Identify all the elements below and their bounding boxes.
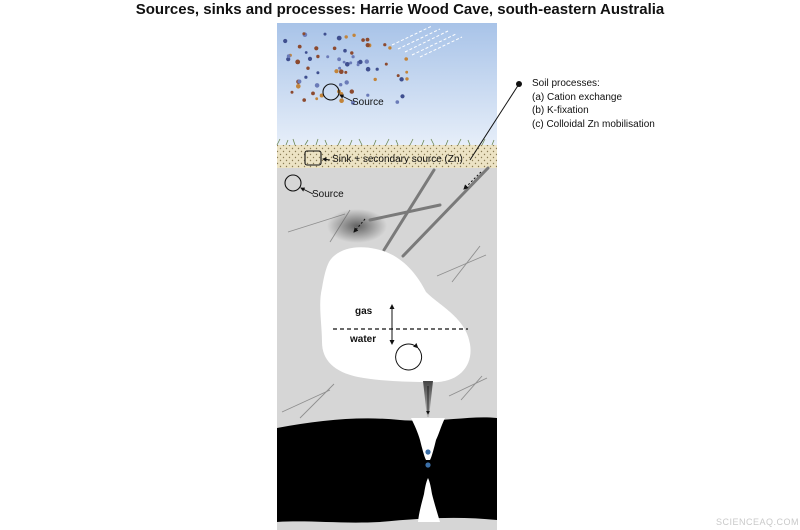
aerosol-particle [296,84,301,89]
soil-processes-list: Soil processes: (a) Cation exchange (b) … [532,77,655,131]
drip-drop [425,462,431,468]
water-label: water [350,334,377,345]
aerosol-particle [352,33,356,37]
aerosol-particle [334,69,339,74]
aerosol-particle [338,66,342,70]
aerosol-particle [395,100,400,104]
grass-fringe [276,138,495,146]
soil-process-pointer [469,83,520,161]
atmospheric-source-arrow [339,94,353,102]
aerosol-particle [366,93,370,97]
aerosol-particle [384,62,388,66]
aerosol-particle [297,44,302,49]
aerosol-particle [319,93,324,98]
aerosol-particle [356,63,360,67]
watermark: SCIENCEAQ.COM [716,517,800,527]
soil-process-item: (b) K-fixation [532,105,589,116]
aerosol-particle [361,38,365,42]
circulation-arrow [395,343,423,371]
atmospheric-source-label: Source [352,97,384,108]
stalagmite [418,478,440,522]
aerosol-particle [336,35,342,41]
aerosol-particle [290,90,294,94]
aerosol-particle [350,51,354,55]
aerosol-particle [339,83,343,87]
flow-arrows [353,171,482,233]
aerosol-particle [404,57,409,61]
soil-process-item: (c) Colloidal Zn mobilisation [532,118,655,130]
aerosol-particle [316,54,320,59]
gas-label: gas [355,306,373,317]
aerosol-particle [339,69,344,74]
aerosol-particle [316,71,320,75]
aerosol-particle [396,74,400,78]
bedrock-source-arrow [300,187,314,195]
aerosol-particle [400,94,405,99]
stalactite [411,418,445,460]
precipitation-lines [391,25,463,58]
aerosol-particle [350,100,355,105]
aerosol-particle [358,59,363,65]
aerosol-particle [314,83,320,88]
aerosol-particle [304,51,308,54]
aerosol-particle [286,57,291,62]
bedrock-source-marker [284,174,302,192]
aerosol-particle [307,56,313,62]
aerosol-particle [351,55,355,59]
aerosol-particle [375,67,379,71]
aerosol-particle [383,43,387,47]
aerosol-particle [302,32,306,36]
aerosol-particle [286,54,291,59]
soil-sink-label: Sink + secondary source (Zn) [332,154,463,165]
soil-process-item: (a) Cation exchange [532,91,623,103]
diagram-title: Sources, sinks and processes: Harrie Woo… [135,1,665,18]
aerosol-particle [283,38,288,44]
aerosol-particle [365,66,371,72]
aerosol-particle [332,46,337,51]
soil-process-pointer-dot [516,81,522,87]
aerosol-particle [342,60,346,64]
aerosol-particle [314,46,319,51]
soil-processes-heading: Soil processes: [532,78,600,89]
aerosol-particle [399,77,404,82]
aerosol-particle [344,70,348,74]
atmospheric-source-marker [322,83,340,101]
soil-texture [277,145,497,168]
aerosol-particle [302,98,307,102]
aerosol-particle [295,59,301,65]
bedrock-source-label: Source [312,189,344,200]
cave-passage [277,417,497,523]
aerosol-particles [283,32,409,105]
soil-sink-marker [304,150,322,166]
aerosol-particle [405,77,409,81]
aerosol-particle [315,97,319,101]
aerosol-particle [306,66,310,70]
aerosol-particle [343,48,347,53]
aerosol-particle [323,32,327,36]
aerosol-particle [339,98,344,103]
aerosol-particle [349,61,353,65]
aerosol-particle [344,35,348,39]
infiltration-smudge [327,209,387,243]
aerosol-particle [365,37,370,42]
aerosol-particle [297,79,302,84]
aerosol-particle [364,59,369,64]
aerosol-particle [344,80,349,85]
atmosphere-layer [277,23,497,145]
aerosol-particle [405,70,409,74]
aerosol-particle [365,43,370,48]
soil-sink-arrow [322,157,331,162]
fracture-pathways [368,166,490,258]
drip-drop [425,449,431,455]
aerosol-particle [345,62,350,67]
aerosol-particle [304,75,308,79]
aerosol-particle [337,57,341,62]
aerosol-particle [326,55,330,59]
aerosol-particle [311,91,315,96]
aerosol-particle [373,77,377,82]
cave-chamber [320,247,471,383]
aerosol-particle [388,46,392,50]
aerosol-particle [349,89,354,94]
